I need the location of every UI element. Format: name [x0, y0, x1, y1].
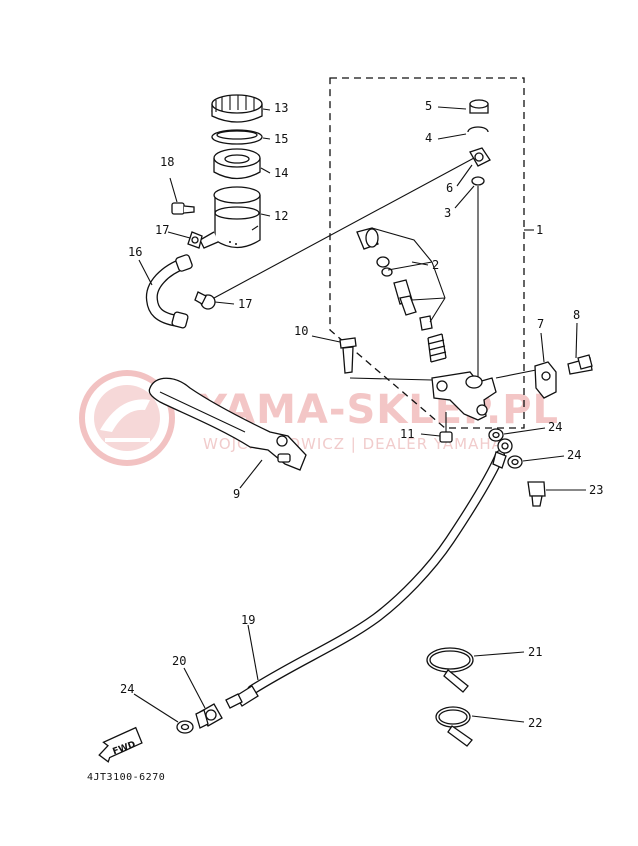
nut-11	[439, 431, 453, 443]
hose-joint-6	[469, 147, 491, 167]
callout-17-top: 17	[155, 223, 169, 237]
callout-24-top: 24	[548, 420, 562, 434]
callout-16: 16	[128, 245, 142, 259]
reservoir-cap	[211, 94, 263, 123]
callout-6: 6	[446, 181, 453, 195]
assembly-boundary	[329, 77, 525, 429]
diaphragm-plate	[211, 129, 263, 145]
callout-24-middle: 24	[567, 448, 581, 462]
pivot-bolt	[339, 337, 357, 374]
callout-9: 9	[233, 487, 240, 501]
callout-4: 4	[425, 131, 432, 145]
callout-14: 14	[274, 166, 288, 180]
bracket-bolt	[567, 354, 593, 375]
master-cylinder-body	[431, 371, 497, 421]
callout-24-bottom: 24	[120, 682, 134, 696]
o-ring-3	[471, 176, 485, 186]
callout-22: 22	[528, 716, 542, 730]
callout-19: 19	[241, 613, 255, 627]
washer-24b	[507, 455, 523, 469]
holder-bracket	[534, 361, 557, 399]
callout-3: 3	[444, 206, 451, 220]
diagram-code: 4JT3100-6270	[87, 772, 165, 783]
callout-18: 18	[160, 155, 174, 169]
callout-7: 7	[537, 317, 544, 331]
callout-8: 8	[573, 308, 580, 322]
brake-lever	[148, 377, 307, 471]
bolt-5	[469, 99, 489, 114]
hose-banjo-end	[492, 438, 513, 469]
watermark-logo-icon	[79, 370, 175, 466]
bolt-18	[171, 202, 195, 215]
callout-13: 13	[274, 101, 288, 115]
callout-23: 23	[589, 483, 603, 497]
hose-fitting-end	[225, 685, 259, 709]
callout-10: 10	[294, 324, 308, 338]
piston-kit	[356, 227, 433, 331]
washer-24c	[176, 720, 194, 734]
hose-clamp-22	[435, 706, 473, 747]
circlip-4	[467, 126, 489, 133]
callout-15: 15	[274, 132, 288, 146]
diaphragm	[213, 148, 261, 180]
fwd-arrow-icon: FWD	[98, 726, 143, 763]
brake-hose	[247, 450, 505, 695]
union-fitting	[195, 703, 223, 729]
callout-12: 12	[274, 209, 288, 223]
leader-lines	[133, 106, 586, 723]
hose-clip-bottom	[194, 291, 216, 310]
hose-end-bottom	[171, 311, 189, 329]
hose-clip-top	[187, 231, 203, 249]
reservoir-tank	[199, 186, 261, 249]
callouts: 5 4 6 3 1 2 13 15 14 12 18 17 16 17 10 7…	[120, 99, 603, 730]
callout-5: 5	[425, 99, 432, 113]
callout-17-bottom: 17	[238, 297, 252, 311]
washer-24a	[488, 428, 504, 442]
callout-1: 1	[536, 223, 543, 237]
callout-2: 2	[432, 258, 439, 272]
callout-21: 21	[528, 645, 542, 659]
banjo-bolt	[527, 481, 546, 507]
spring	[427, 333, 447, 363]
hose-end-top	[175, 254, 193, 272]
callout-11: 11	[400, 427, 414, 441]
callout-20: 20	[172, 654, 186, 668]
hose-clamp-21	[426, 647, 474, 693]
